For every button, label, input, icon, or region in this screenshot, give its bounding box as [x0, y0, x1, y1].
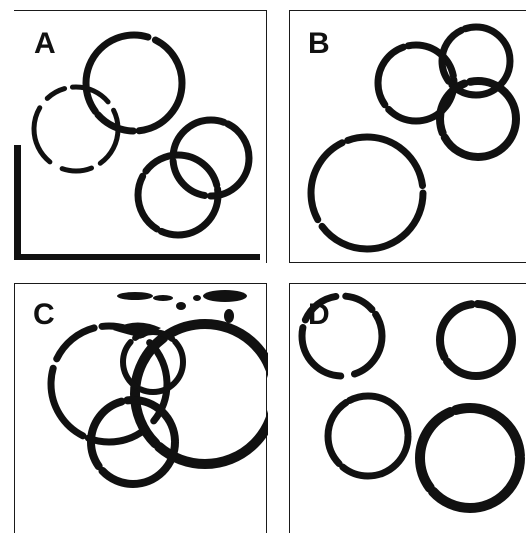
panel-a-circles [14, 11, 267, 264]
panel-d-circles [290, 284, 526, 534]
cell-outline [34, 87, 118, 171]
panel-c-circles [15, 284, 268, 534]
panel-b-circles [290, 11, 526, 264]
panel-d: D [289, 283, 526, 533]
cell-outline [440, 304, 512, 376]
axis-bar-vertical [14, 145, 21, 260]
panel-c: C [14, 283, 267, 533]
cell-outline [86, 35, 182, 131]
panel-a: A [14, 10, 267, 263]
panel-b: B [289, 10, 526, 263]
cell-outline [311, 137, 423, 249]
axis-bar-horizontal [14, 254, 260, 260]
cell-outline [302, 296, 382, 376]
cell-outline [420, 408, 520, 508]
cell-outline [328, 396, 408, 476]
cell-outline [51, 326, 167, 442]
